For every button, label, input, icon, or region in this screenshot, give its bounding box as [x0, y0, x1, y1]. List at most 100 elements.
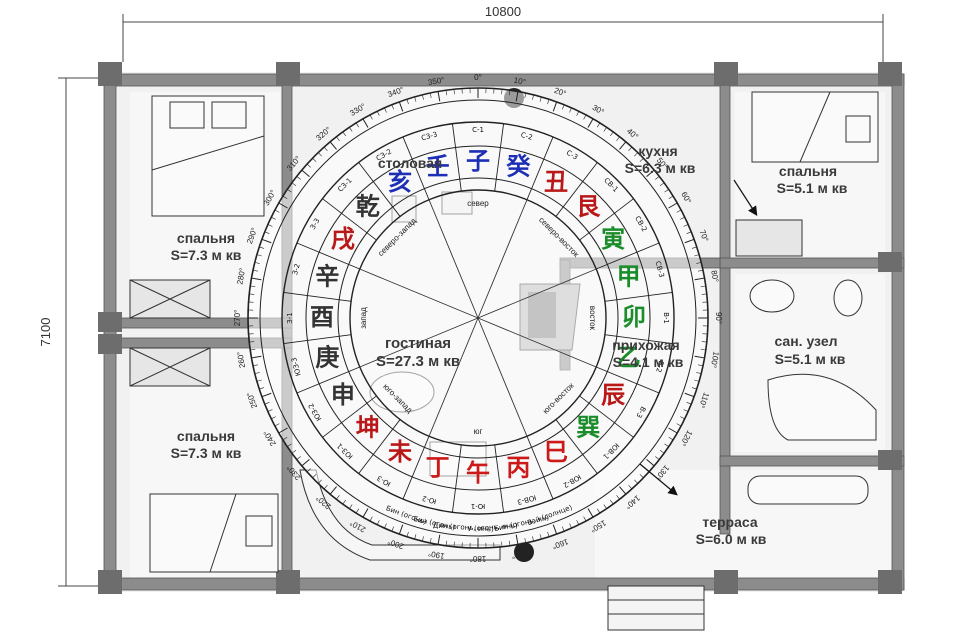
degree-tick: [437, 91, 441, 102]
degree-tick: [694, 355, 705, 359]
mountain-glyph: 戌: [331, 225, 355, 253]
sector-divider: [322, 395, 377, 438]
degree-tick: [576, 111, 580, 116]
mountain-glyph: 丁: [426, 454, 450, 482]
degree-tick: [264, 402, 270, 405]
degree-tick: [336, 136, 340, 141]
degree-tick: [680, 216, 685, 220]
degree-label: 170°: [511, 549, 529, 561]
degree-tick: [509, 540, 511, 546]
compass-ring: [305, 145, 651, 491]
degree-tick: [583, 516, 587, 522]
degree-tick: [539, 96, 542, 102]
mountain-glyph: 辰: [601, 381, 625, 409]
degree-tick: [694, 379, 700, 382]
degree-tick: [278, 427, 288, 434]
sector-divider: [555, 162, 598, 217]
degree-tick: [668, 436, 674, 441]
degree-tick: [398, 524, 404, 535]
mountain-glyph: 卯: [622, 303, 646, 331]
degree-tick: [616, 136, 620, 141]
degree-tick: [445, 90, 447, 96]
sector-divider: [283, 291, 352, 302]
degree-label: 80°: [709, 270, 720, 283]
degree-tick: [668, 202, 678, 209]
sector-divider: [604, 291, 673, 302]
sector-divider: [526, 436, 554, 500]
degree-tick: [639, 474, 644, 478]
degree-tick: [562, 104, 565, 110]
degree-tick: [698, 364, 704, 367]
degree-tick: [291, 450, 297, 454]
sector-divider: [579, 198, 634, 241]
degree-tick: [515, 534, 519, 545]
degree-tick: [271, 416, 276, 420]
mountain-glyph: 丙: [506, 454, 530, 482]
sector-divider: [402, 436, 430, 500]
direction-label-west: запад: [359, 307, 368, 329]
degree-tick: [552, 524, 558, 535]
degree-label: 270°: [233, 310, 242, 327]
mountain-glyph: 寅: [601, 225, 625, 253]
degree-tick: [323, 146, 328, 151]
degree-tick: [251, 277, 262, 281]
degree-tick: [267, 224, 273, 227]
degree-tick: [547, 99, 550, 105]
degree-tick: [250, 285, 256, 287]
degree-tick: [668, 427, 678, 434]
degree-tick: [278, 202, 288, 209]
sector-code: В-2: [654, 360, 665, 373]
degree-tick: [691, 387, 697, 390]
degree-tick: [329, 141, 337, 150]
mountain-glyph: 亥: [388, 168, 412, 196]
degree-tick: [391, 104, 394, 110]
bed-right: [751, 91, 879, 163]
degree-tick: [646, 459, 655, 467]
degree-tick: [355, 122, 360, 128]
degree-tick: [634, 152, 638, 157]
direction-spoke: [428, 317, 479, 437]
sector-divider: [579, 395, 634, 438]
degree-tick: [296, 176, 301, 180]
living-room-name: гостиная: [385, 335, 451, 352]
degree-tick: [271, 216, 276, 220]
degree-tick: [691, 246, 697, 249]
degree-tick: [259, 387, 265, 390]
dining-name: столовая: [378, 155, 442, 171]
sector-code: С-1: [472, 126, 484, 134]
direction-label-south: юг: [474, 427, 483, 436]
sector-divider: [296, 366, 360, 394]
degree-tick: [587, 118, 594, 128]
degree-tick: [414, 534, 417, 540]
degree-tick: [362, 508, 369, 518]
degree-tick: [515, 91, 519, 102]
degree-tick: [376, 111, 380, 116]
kitchen-area: S=6.3 м кв: [625, 160, 696, 176]
degree-tick: [301, 169, 310, 177]
sector-divider: [451, 123, 462, 192]
sector-code: Ю-1: [471, 502, 486, 510]
direction-label-north: север: [467, 199, 489, 208]
degree-tick: [349, 127, 353, 132]
sector-code: В-1: [662, 312, 670, 324]
degree-tick: [501, 89, 503, 95]
degree-tick: [250, 349, 256, 351]
degree-tick: [659, 450, 665, 454]
degree-tick: [596, 122, 601, 128]
degree-tick: [406, 531, 409, 537]
degree-tick: [318, 479, 322, 484]
degree-tick: [249, 293, 255, 295]
degree-tick: [453, 89, 455, 95]
degree-tick: [259, 246, 265, 249]
degree-tick: [700, 285, 706, 287]
degree-tick: [422, 94, 424, 100]
room-labels: спальня S=7.3 м кв спальня S=7.3 м кв го…: [171, 143, 848, 547]
degree-tick: [342, 499, 346, 505]
degree-tick: [336, 495, 340, 500]
degree-tick: [422, 536, 424, 542]
degree-tick: [429, 538, 432, 544]
degree-tick: [252, 364, 258, 367]
degree-tick: [398, 101, 404, 112]
bedroom-bottom-left-name: спальня: [177, 428, 235, 444]
